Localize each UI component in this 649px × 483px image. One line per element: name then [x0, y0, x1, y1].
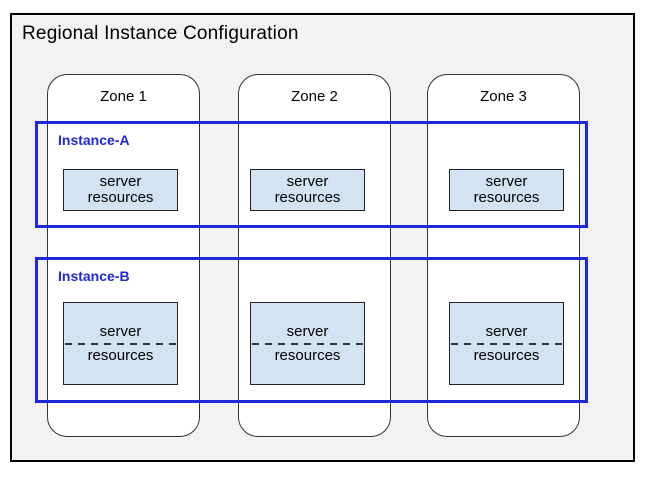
instance-b-label: Instance-B: [58, 268, 130, 284]
server-resources-label-line1: server: [286, 322, 329, 340]
server-resources-box-b-zone3: server resources: [449, 302, 564, 385]
zone-1-label: Zone 1: [100, 88, 147, 105]
server-resources-label-line1: server: [99, 322, 142, 340]
server-resources-label-line2: resources: [87, 189, 154, 206]
server-resources-label-line2: resources: [87, 346, 154, 364]
server-resources-box-b-zone1: server resources: [63, 302, 178, 385]
dashed-divider: [252, 342, 363, 345]
server-resources-label-line2: resources: [274, 346, 341, 364]
server-resources-label-line1: server: [485, 173, 528, 190]
server-resources-label-line2: resources: [473, 346, 540, 364]
server-resources-box-a-zone1: server resources: [63, 169, 178, 211]
zone-3-label: Zone 3: [480, 88, 527, 105]
region-frame: Regional Instance Configuration Zone 1 Z…: [10, 13, 635, 462]
server-resources-box-a-zone3: server resources: [449, 169, 564, 211]
instance-a-label: Instance-A: [58, 132, 130, 148]
dashed-divider: [65, 342, 176, 345]
server-resources-box-b-zone2: server resources: [250, 302, 365, 385]
server-resources-label-line1: server: [99, 173, 142, 190]
server-resources-label-line2: resources: [274, 189, 341, 206]
server-resources-label-line2: resources: [473, 189, 540, 206]
server-resources-label-line1: server: [485, 322, 528, 340]
zone-2-label: Zone 2: [291, 88, 338, 105]
instance-b-box: Instance-B: [35, 257, 588, 403]
server-resources-box-a-zone2: server resources: [250, 169, 365, 211]
diagram-title: Regional Instance Configuration: [22, 23, 299, 44]
dashed-divider: [451, 342, 562, 345]
server-resources-label-line1: server: [286, 173, 329, 190]
instance-a-box: Instance-A: [35, 121, 588, 228]
